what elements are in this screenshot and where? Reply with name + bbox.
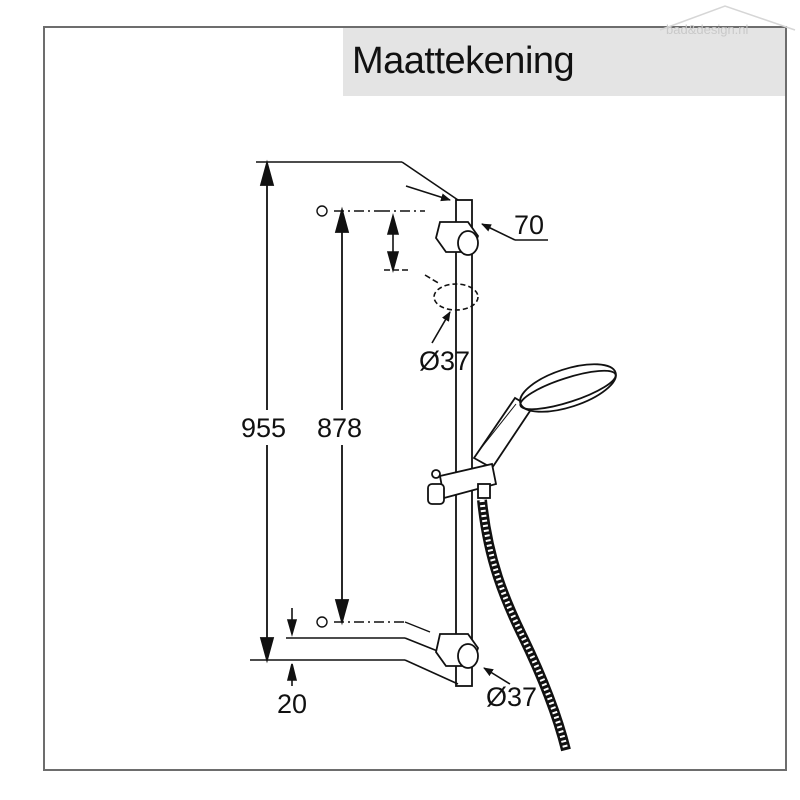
shower-hose (477, 499, 571, 752)
top-bracket (435, 221, 480, 256)
slider-outline-dashed (433, 283, 479, 311)
dimension-label-20: 20 (277, 689, 308, 719)
dimension-label-955: 955 (241, 413, 287, 443)
dimension-label-bottom-diameter: Ø37 (486, 682, 538, 712)
dimension-label-878: 878 (317, 413, 363, 443)
dimension-label-70: 70 (514, 210, 545, 240)
drawing-frame (43, 26, 787, 771)
title-band (343, 28, 785, 96)
dimension-line-878 (334, 206, 350, 626)
watermark-logo (659, 5, 796, 31)
page-title: Maattekening (352, 40, 575, 82)
dimension-20 (286, 608, 298, 686)
hand-shower (472, 363, 617, 470)
shower-rail (455, 199, 473, 687)
top-centre-line (316, 205, 425, 217)
dimension-line-955 (259, 159, 275, 664)
bottom-bracket (435, 633, 479, 669)
bottom-wall-line (250, 637, 459, 685)
arrow-holder-diameter (431, 311, 451, 344)
bottom-centre-line (316, 616, 431, 633)
arrow-70 (405, 185, 548, 241)
slider-holder (427, 462, 498, 505)
arrow-bottom-diameter (483, 667, 511, 685)
top-wall-line (256, 161, 459, 201)
watermark-text: bad&design.nl (666, 22, 749, 37)
adjust-dimension (384, 213, 441, 285)
dimension-label-holder-diameter: Ø37 (419, 346, 471, 376)
